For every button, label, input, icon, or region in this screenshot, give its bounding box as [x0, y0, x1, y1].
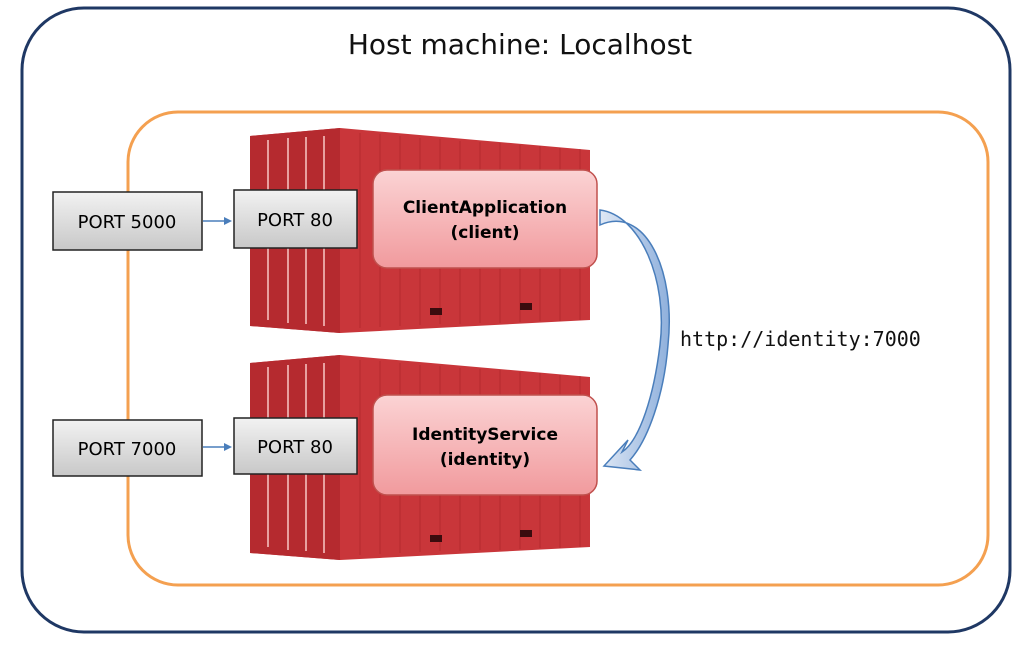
host-port-box [52, 419, 203, 477]
curved-arrow-icon [599, 209, 670, 471]
container-identity: IdentityService (identity) PORT 7000 POR… [52, 354, 598, 561]
host-port-label: PORT 7000 [78, 439, 177, 460]
service-box-client [372, 169, 598, 269]
docker-network-boundary [126, 110, 990, 587]
arrow-head-icon [224, 217, 232, 225]
service-alias: (identity) [440, 450, 530, 470]
connection-url: http://identity:7000 [680, 327, 921, 351]
host-port-box [52, 191, 203, 251]
service-name: IdentityService [412, 425, 558, 445]
service-alias: (client) [450, 223, 519, 243]
container-port-box [233, 417, 358, 475]
container-port-label: PORT 80 [257, 210, 333, 231]
container-port-box [233, 189, 358, 249]
container-client: ClientApplication (client) PORT 5000 POR… [52, 127, 598, 334]
host-title: Host machine: Localhost [348, 28, 692, 61]
service-box-identity [372, 394, 598, 496]
host-port-label: PORT 5000 [78, 212, 177, 233]
container-port-label: PORT 80 [257, 437, 333, 458]
arrow-head-icon [224, 443, 232, 451]
service-name: ClientApplication [403, 198, 567, 218]
host-machine-boundary [20, 6, 1012, 634]
